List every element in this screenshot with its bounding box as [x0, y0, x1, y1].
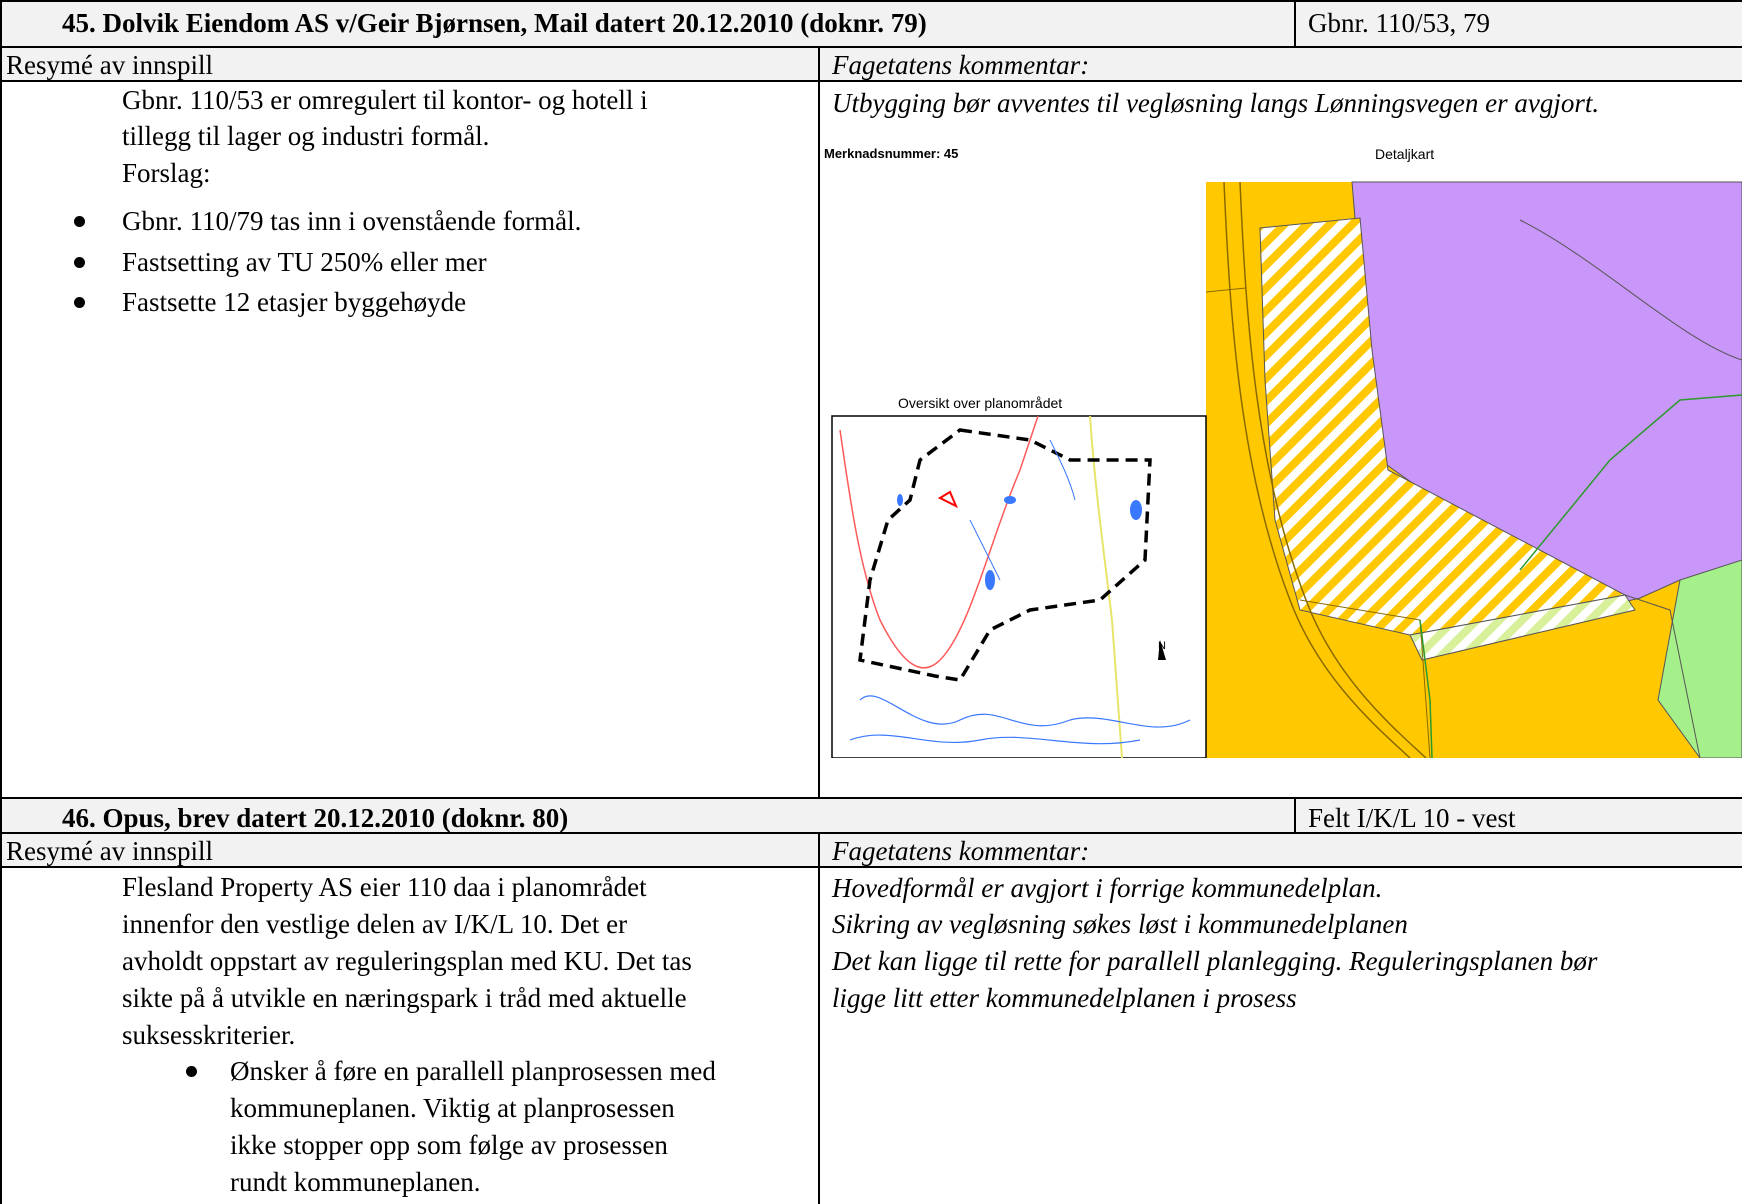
section-45-bullet: Fastsette 12 etasjer byggehøyde [122, 287, 467, 317]
table-rule [0, 832, 1742, 834]
section-45-summary-label: Resymé av innspill [6, 50, 213, 80]
table-rule [1294, 0, 1296, 46]
section-46-summary-line: suksesskriterier. [122, 1020, 296, 1050]
section-46-heading: 46. Opus, brev datert 20.12.2010 (doknr.… [62, 803, 569, 833]
section-45-summary-line: tillegg til lager og industri formål. [122, 121, 490, 151]
section-46-summary-line: avholdt oppstart av reguleringsplan med … [122, 946, 692, 976]
section-46-header-band [0, 799, 1742, 833]
section-45-heading: 45. Dolvik Eiendom AS v/Geir Bjørnsen, M… [62, 8, 927, 38]
north-arrow-icon: N [1158, 640, 1166, 652]
table-rule [0, 866, 1742, 868]
section-45-comment-label: Fagetatens kommentar: [832, 50, 1090, 80]
table-rule [0, 0, 2, 1204]
bullet-icon [74, 257, 85, 268]
table-rule [0, 797, 1742, 799]
table-rule [1294, 797, 1296, 832]
map-canvas [831, 181, 1742, 758]
section-46-bullet-line: Ønsker å føre en parallell planprosessen… [230, 1056, 716, 1086]
table-rule [818, 832, 820, 1204]
bullet-icon [186, 1066, 197, 1077]
map-number-label: Merknadsnummer: 45 [824, 146, 959, 161]
section-46-summary-line: innenfor den vestlige delen av I/K/L 10.… [122, 909, 628, 939]
section-46-bullet-line: ikke stopper opp som følge av prosessen [230, 1130, 668, 1160]
table-rule [818, 46, 820, 797]
section-45-comment-line: Utbygging bør avventes til vegløsning la… [832, 88, 1600, 118]
table-rule [0, 80, 1742, 82]
section-46-summary-line: sikte på å utvikle en næringspark i tråd… [122, 983, 687, 1013]
table-rule [0, 0, 1742, 2]
section-46-bullet-line: kommuneplanen. Viktig at planprosessen [230, 1093, 675, 1123]
section-46-reference: Felt I/K/L 10 - vest [1308, 803, 1516, 833]
section-46-summary-line: Flesland Property AS eier 110 daa i plan… [122, 872, 647, 902]
map-overview-label: Oversikt over planområdet [898, 395, 1063, 411]
section-46-comment-label: Fagetatens kommentar: [832, 836, 1090, 866]
detail-map [1205, 181, 1742, 758]
section-46-comment-line: Hovedformål er avgjort i forrige kommune… [832, 873, 1383, 903]
section-45-label-band [0, 48, 1742, 80]
section-45-summary-line: Gbnr. 110/53 er omregulert til kontor- o… [122, 85, 648, 115]
section-45-reference: Gbnr. 110/53, 79 [1308, 8, 1490, 38]
section-46-label-band [0, 834, 1742, 866]
section-46-bullet-line: rundt kommuneplanen. [230, 1167, 481, 1197]
section-46-comment-line: ligge litt etter kommunedelplanen i pros… [832, 983, 1297, 1013]
section-45-header-band [0, 0, 1742, 46]
section-46-comment-line: Det kan ligge til rette for parallell pl… [832, 946, 1598, 976]
section-45-summary-line: Forslag: [122, 158, 211, 188]
section-45-bullet: Fastsetting av TU 250% eller mer [122, 247, 487, 277]
table-rule [0, 46, 1742, 48]
overview-inset [831, 415, 1207, 758]
bullet-icon [74, 297, 85, 308]
section-46-comment-line: Sikring av vegløsning søkes løst i kommu… [832, 909, 1408, 939]
map-detail-label: Detaljkart [1375, 146, 1435, 162]
section-45-bullet: Gbnr. 110/79 tas inn i ovenstående formå… [122, 206, 582, 236]
plan-map-figure: Merknadsnummer: 45 Detaljkart Oversikt o… [820, 140, 1742, 758]
section-46-summary-label: Resymé av innspill [6, 836, 213, 866]
bullet-icon [74, 216, 85, 227]
